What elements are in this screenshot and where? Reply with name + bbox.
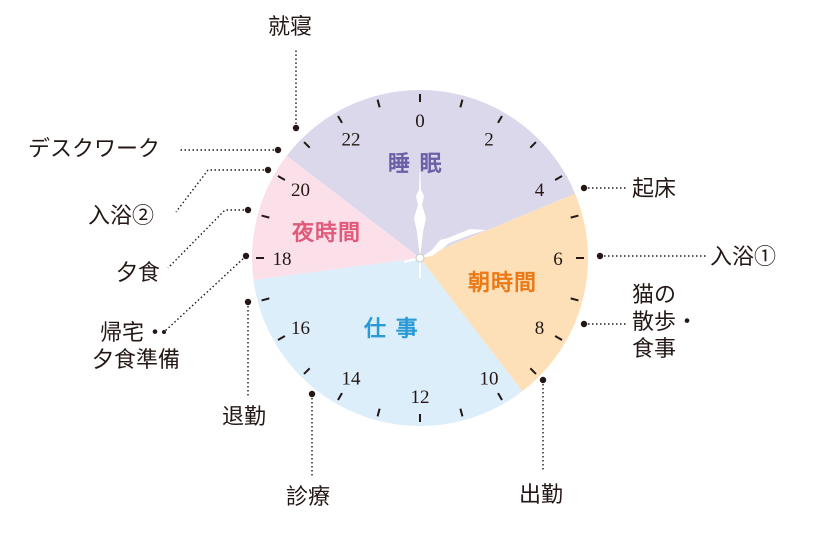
- leader-dot: [244, 298, 252, 306]
- event-label-desk-work: デスクワーク: [28, 137, 161, 162]
- minute-hand-icon: [420, 229, 486, 258]
- leader-dot: [596, 252, 604, 260]
- hour-tick: [337, 115, 343, 124]
- section-label-work: 仕 事: [364, 317, 419, 342]
- hour-number: 2: [484, 129, 494, 150]
- hour-tick: [459, 99, 464, 108]
- leader-dot: [242, 252, 250, 260]
- leader-dot: [539, 376, 547, 384]
- hour-tick: [570, 214, 579, 219]
- sector-sleep: [286, 89, 576, 258]
- hour-tick: [261, 214, 270, 219]
- hour-number: 6: [553, 249, 563, 270]
- leader-dot: [264, 166, 272, 174]
- hour-tick: [497, 392, 503, 401]
- hour-number: 20: [291, 180, 310, 201]
- event-label-bedtime: 就寝: [268, 15, 313, 40]
- clock-center-pin: [415, 253, 425, 263]
- event-label-line: 帰宅・: [99, 321, 166, 346]
- leader-dot: [292, 124, 300, 132]
- leader-dot: [580, 320, 588, 328]
- hour-tick: [529, 367, 537, 375]
- hour-tick: [376, 99, 381, 108]
- event-label-line: 散歩・: [632, 310, 699, 335]
- hour-number: 16: [291, 318, 310, 339]
- event-label-wake: 起床: [632, 177, 677, 202]
- section-label-morning: 朝時間: [468, 271, 538, 296]
- leader-dot: [308, 390, 316, 398]
- hour-tick: [497, 115, 503, 124]
- hour-tick: [570, 297, 579, 302]
- hour-tick: [261, 297, 270, 302]
- hour-tick: [303, 141, 311, 149]
- leader-dot: [244, 206, 252, 214]
- hour-tick: [554, 175, 563, 181]
- event-label-cat-walk-meal: 猫の 散歩・ 食事: [632, 282, 722, 363]
- hour-number: 4: [535, 180, 545, 201]
- leader-dot: [162, 330, 166, 334]
- leader-dot: [274, 146, 282, 154]
- hour-number: 0: [415, 111, 425, 132]
- hour-hand-icon: [414, 160, 426, 258]
- section-label-night: 夜時間: [292, 221, 362, 246]
- hour-tick: [529, 141, 537, 149]
- sector-work: [253, 258, 523, 427]
- hour-tick: [277, 335, 286, 341]
- hour-number: 14: [342, 369, 362, 390]
- event-label-line: 夕食準備: [91, 348, 180, 373]
- hour-tick: [376, 408, 381, 417]
- hour-tick: [459, 408, 464, 417]
- hour-number: 10: [480, 369, 499, 390]
- hour-tick: [303, 367, 311, 375]
- hour-number: 18: [273, 249, 292, 270]
- leader-dot: [580, 184, 588, 192]
- leader-line: [163, 255, 247, 333]
- sector-night: [252, 155, 420, 280]
- event-label-bath-2: 入浴②: [88, 204, 155, 229]
- hour-tick: [554, 335, 563, 341]
- hour-tick: [277, 175, 286, 181]
- event-label-dinner: 夕食: [116, 261, 161, 286]
- event-label-bath-1: 入浴①: [710, 245, 777, 270]
- leader-line: [175, 169, 268, 213]
- event-label-clinic: 診療: [286, 485, 331, 510]
- sector-morning: [420, 193, 589, 392]
- hour-ticks: [256, 94, 584, 422]
- event-label-leave-work: 退勤: [222, 405, 267, 430]
- clock-sectors: [252, 89, 589, 427]
- hour-numbers: 0 2 4 6 8 10 12 14 16 18 20 22: [273, 111, 563, 408]
- event-label-line: 食事: [632, 337, 677, 362]
- event-label-home-dinner-prep: 帰宅・ 夕食準備: [60, 320, 180, 374]
- event-label-line: 猫の: [632, 283, 677, 308]
- annotation-leader-lines: [162, 50, 706, 478]
- hour-tick: [337, 392, 343, 401]
- section-label-sleep: 睡 眠: [388, 152, 443, 177]
- hour-number: 22: [342, 129, 361, 150]
- hour-number: 12: [411, 387, 430, 408]
- clock-hands: [403, 160, 486, 278]
- hour-number: 8: [535, 318, 545, 339]
- leader-line: [167, 209, 248, 269]
- event-label-commute: 出勤: [519, 483, 564, 508]
